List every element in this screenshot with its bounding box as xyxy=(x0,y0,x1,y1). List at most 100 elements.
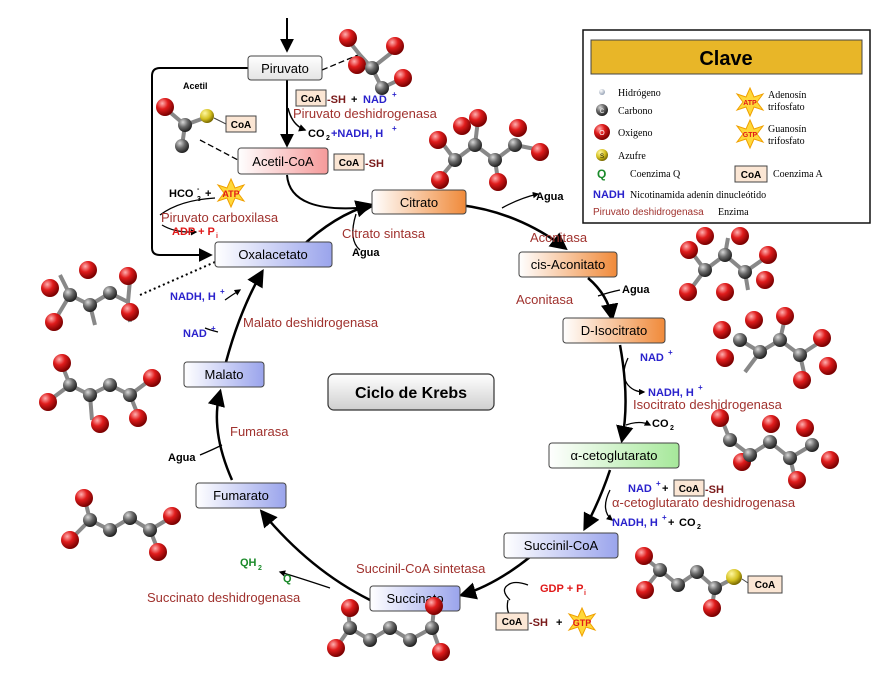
coa-box-1 xyxy=(295,89,327,107)
plus-3: + xyxy=(662,483,668,495)
gtp-text-1: GTP xyxy=(573,618,592,628)
agua-3: Agua xyxy=(622,284,650,296)
enzyme-malato-deshidrogenasa: Malato deshidrogenasa xyxy=(243,315,379,330)
box-oxalacetato[interactable]: Oxalacetato xyxy=(214,241,333,268)
carbon-symbol: C xyxy=(600,109,605,115)
hco3-text: HCO xyxy=(169,188,194,200)
box-piruvato[interactable]: Piruvato xyxy=(247,55,323,81)
enzyme-succinil-coa-sintetasa: Succinil-CoA sintetasa xyxy=(356,561,486,576)
adp-text: ADP + P xyxy=(172,226,215,238)
label-piruvato: Piruvato xyxy=(261,61,309,76)
nad-text-2: NAD xyxy=(640,352,664,364)
legend-nadh-desc: Nicotinamida adenín dinucleótido xyxy=(630,190,766,201)
oxygen-symbol: O xyxy=(599,130,605,137)
enzyme-isocitrato-deshidrogenasa: Isocitrato deshidrogenasa xyxy=(633,397,783,412)
box-cis-aconitato[interactable]: cis-Aconitato xyxy=(518,251,618,278)
legend-gtp-symbol: GTP xyxy=(743,132,758,139)
coa-text-5: CoA xyxy=(755,580,776,591)
page-title: Ciclo de Krebs xyxy=(355,385,467,402)
box-acetil-coa[interactable]: Acetil-CoA xyxy=(237,147,329,175)
coa-box-4 xyxy=(495,612,529,631)
molecule-acetil-coa xyxy=(156,98,214,153)
nadh-sup-1: + xyxy=(392,124,397,133)
box-malato[interactable]: Malato xyxy=(183,361,265,388)
agua-1: Agua xyxy=(352,247,380,259)
plus-4: + xyxy=(668,517,674,529)
nad-sup-2: + xyxy=(668,348,673,357)
molecule-succinato xyxy=(327,597,450,661)
nadh-text-3: NADH, H xyxy=(612,517,658,529)
nad-sup-1: + xyxy=(392,90,397,99)
plus-2: + xyxy=(205,188,211,200)
co2-text-2: CO xyxy=(652,418,669,430)
enzyme-aconitasa-2: Aconitasa xyxy=(516,292,574,307)
box-fumarato[interactable]: Fumarato xyxy=(195,482,287,509)
legend-enzima: Enzima xyxy=(718,207,749,218)
co2-text-3: CO xyxy=(679,517,696,529)
plus-5: + xyxy=(556,617,562,629)
title-box: Ciclo de Krebs xyxy=(327,373,495,411)
co2-sub-3: 2 xyxy=(697,524,701,531)
nad-text-3: NAD xyxy=(628,483,652,495)
hco3-sub: 3 xyxy=(197,196,201,203)
legend-title: Clave xyxy=(699,48,752,70)
legend-nadh-symbol: NADH xyxy=(593,189,625,201)
co2-text-1: CO xyxy=(308,128,325,140)
coa-box-3 xyxy=(673,479,705,497)
nadh-text-4: NADH, H xyxy=(170,291,216,303)
sh-text-4: -SH xyxy=(529,617,548,629)
molecule-cis-aconitato xyxy=(679,227,777,301)
legend-coa-symbol: CoA xyxy=(741,170,762,181)
legend-coa-box xyxy=(734,165,768,183)
co2-sub-1: 2 xyxy=(326,135,330,142)
coa-box-2 xyxy=(333,153,365,171)
box-succinato[interactable]: Succinato xyxy=(369,585,461,612)
coa-text-3: CoA xyxy=(679,484,700,495)
label-succinil-coa: Succinil-CoA xyxy=(524,538,599,553)
legend-trifosfato-1: trifosfato xyxy=(768,102,805,113)
qh2-text: QH xyxy=(240,557,257,569)
carbon-icon xyxy=(596,104,608,116)
gdp-text: GDP + P xyxy=(540,583,584,595)
sh-text-2: -SH xyxy=(365,158,384,170)
legend-atp-symbol: ATP xyxy=(743,100,757,107)
legend-carbono: Carbono xyxy=(618,106,652,117)
label-fumarato: Fumarato xyxy=(213,488,269,503)
atp-text-1: ATP xyxy=(222,189,239,199)
legend-q-symbol: Q xyxy=(597,167,606,181)
legend-coenzima-q: Coenzima Q xyxy=(630,169,681,180)
label-d-isocitrato: D-Isocitrato xyxy=(581,323,647,338)
legend-enzyme-example: Piruvato deshidrogenasa xyxy=(593,207,704,218)
nadh-text-2: NADH, H xyxy=(648,387,694,399)
box-d-isocitrato[interactable]: D-Isocitrato xyxy=(562,317,666,344)
q-text: Q xyxy=(283,573,292,585)
legend-coenzima-a: Coenzima A xyxy=(773,169,823,180)
coa-text-2: CoA xyxy=(339,158,360,169)
molecule-d-isocitrato xyxy=(713,307,837,389)
molecule-malato xyxy=(39,354,161,433)
molecule-citrato xyxy=(429,109,549,191)
nad-sup-4: + xyxy=(211,324,216,333)
sulfur-icon xyxy=(596,149,608,161)
legend-azufre: Azufre xyxy=(618,151,646,162)
sulfur-symbol: S xyxy=(600,154,604,160)
nadh-sup-2: + xyxy=(698,383,703,392)
molecule-succinil-coa xyxy=(635,547,742,617)
enzyme-succinato-deshidrogenasa: Succinato deshidrogenasa xyxy=(147,590,301,605)
box-a-cetoglutarato[interactable]: α-cetoglutarato xyxy=(548,442,680,469)
box-citrato[interactable]: Citrato xyxy=(371,189,467,215)
adp-sub: i xyxy=(216,233,218,240)
legend-panel: Clave Hidrógeno C Carbono O Oxigeno S Az… xyxy=(582,29,871,224)
label-cis-aconitato: cis-Aconitato xyxy=(531,257,605,272)
coa-text-1: CoA xyxy=(301,94,322,105)
box-succinil-coa[interactable]: Succinil-CoA xyxy=(503,532,619,559)
molecule-a-cetoglutarato xyxy=(711,409,839,489)
label-oxalacetato: Oxalacetato xyxy=(238,247,307,262)
nadh-sup-3: + xyxy=(662,513,667,522)
co2-sub-2: 2 xyxy=(670,425,674,432)
oxygen-icon xyxy=(594,124,610,140)
label-acetil-coa: Acetil-CoA xyxy=(252,154,314,169)
enzyme-aconitasa-1: Aconitasa xyxy=(530,230,588,245)
